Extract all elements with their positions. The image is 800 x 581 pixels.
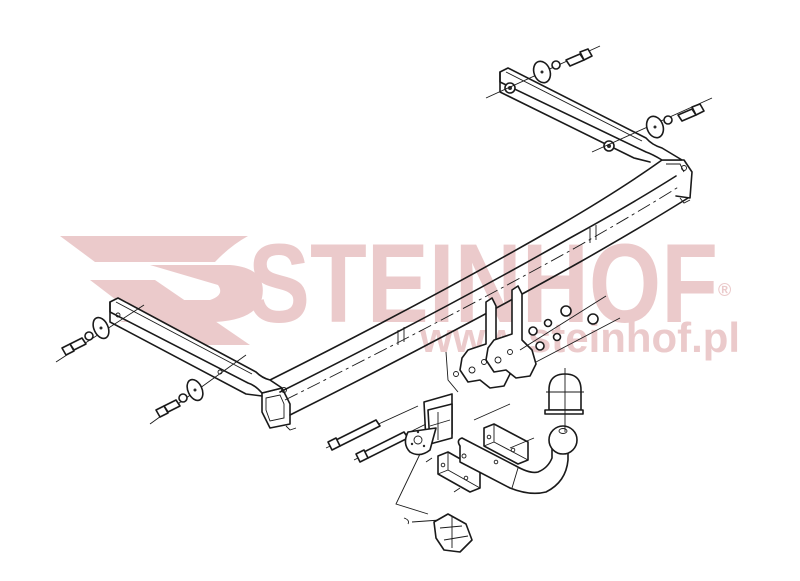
spring-washer-icon bbox=[552, 332, 562, 342]
tow-ball-sphere bbox=[548, 425, 578, 455]
hole-icon bbox=[468, 366, 476, 374]
nut-icon bbox=[560, 305, 572, 317]
watermark-brand-text: STEINHOF bbox=[248, 221, 718, 346]
washer-icon bbox=[535, 341, 545, 351]
right-mounting-arm bbox=[485, 45, 713, 163]
socket-plate bbox=[404, 393, 453, 456]
hole-icon bbox=[115, 312, 121, 318]
left-mounting-arm bbox=[55, 297, 283, 425]
hole-icon bbox=[453, 371, 459, 377]
steinhof-s-logo-icon bbox=[60, 236, 263, 345]
registered-mark: ® bbox=[718, 280, 731, 300]
wiring-connector bbox=[395, 453, 473, 553]
tow-ball-cap bbox=[544, 368, 584, 432]
nut-icon bbox=[504, 82, 516, 94]
spring-washer-icon bbox=[663, 115, 673, 125]
nut-icon bbox=[587, 313, 599, 325]
washer-icon bbox=[528, 326, 538, 336]
hole-icon bbox=[507, 349, 513, 355]
hole-icon bbox=[494, 356, 502, 364]
spring-washer-icon bbox=[178, 393, 188, 403]
hole-icon bbox=[481, 359, 487, 365]
crossbar bbox=[261, 159, 693, 431]
tow-ball bbox=[457, 425, 578, 495]
steinhof-watermark: STEINHOF ® www.steinhof.pl bbox=[60, 221, 740, 361]
clamp-blocks bbox=[425, 403, 535, 493]
spring-washer-icon bbox=[84, 331, 94, 341]
spring-washer-icon bbox=[551, 60, 561, 70]
spring-washer-icon bbox=[543, 318, 553, 328]
center-mount-plates bbox=[445, 285, 621, 393]
